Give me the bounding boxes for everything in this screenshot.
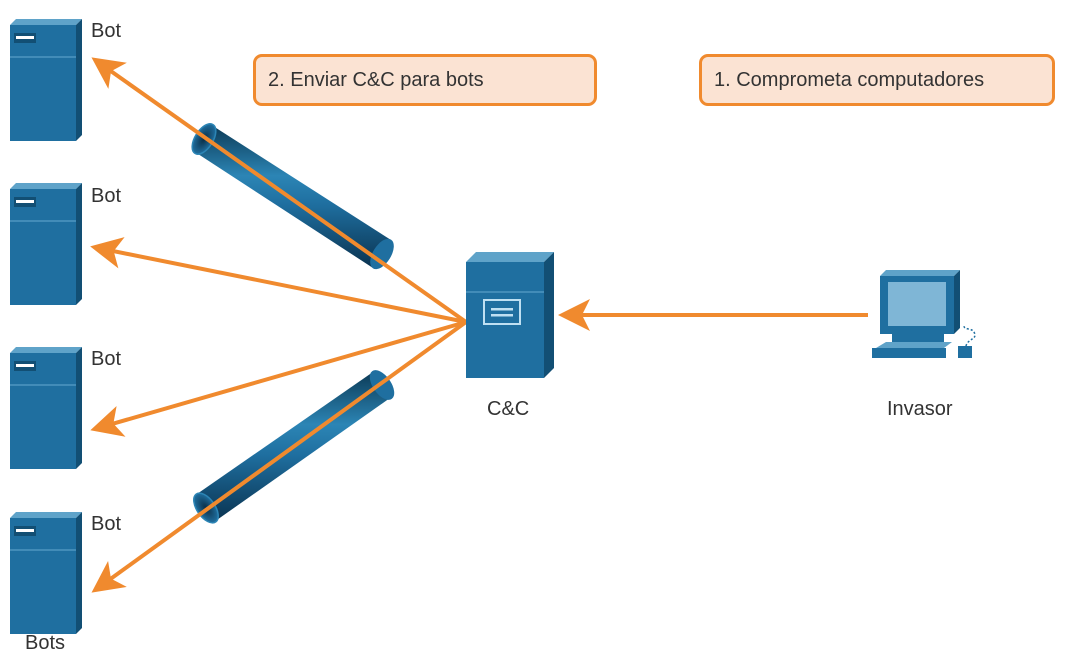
arrow-to-bot-4 — [91, 320, 468, 593]
bot-1-label: Bot — [91, 20, 122, 42]
compromise-callout: 1. Comprometa computadores — [699, 54, 1055, 106]
cc-server-label: C&C — [487, 398, 530, 420]
bot-4-server-icon — [9, 511, 83, 635]
send-cc-callout: 2. Enviar C&C para bots — [253, 54, 597, 106]
cc-to-bot-arrows — [90, 57, 868, 593]
attacker-label: Invasor — [887, 398, 953, 420]
bot-3-label: Bot — [91, 348, 122, 370]
bots-group-label: Bots — [25, 632, 66, 654]
cc-server-icon — [466, 252, 554, 378]
arrow-to-bot-2 — [90, 237, 467, 324]
attacker-computer-icon — [872, 270, 976, 358]
bot-2-server-icon — [9, 182, 83, 306]
bot-4-label: Bot — [91, 513, 122, 535]
bot-1-server-icon — [9, 18, 83, 142]
arrow-to-bot-3 — [90, 320, 467, 437]
arrow-to-bot-1 — [91, 57, 468, 324]
bot-3-server-icon — [9, 346, 83, 470]
bot-2-label: Bot — [91, 185, 122, 207]
